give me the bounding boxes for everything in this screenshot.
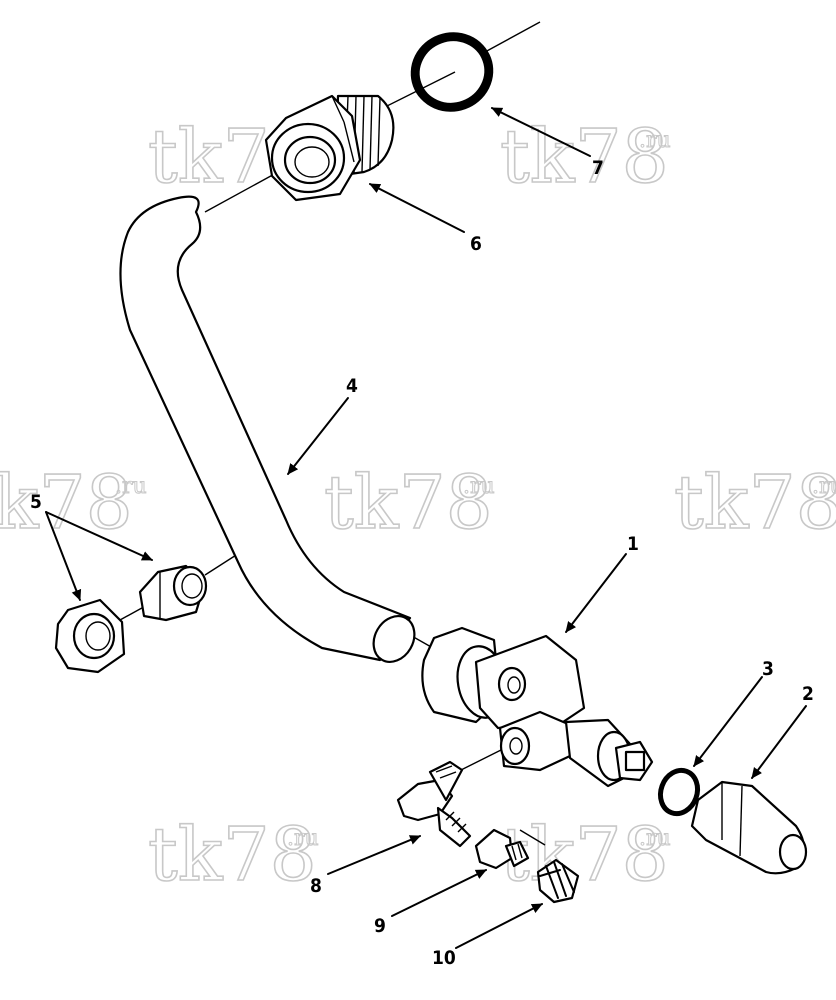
callout-6: 6: [470, 233, 482, 255]
svg-text:tk78: tk78: [674, 460, 836, 546]
watermark: tk78 .ru: [323, 459, 495, 547]
svg-text:tk78: tk78: [324, 460, 493, 546]
watermark: tk78 .ru: [147, 811, 319, 899]
svg-text:.ru: .ru: [463, 474, 495, 499]
svg-text:.ru: .ru: [639, 826, 671, 851]
tube-part-4: [119, 195, 416, 663]
callout-labels: 1 2 3 4 5 6 7 8 9 10: [30, 157, 814, 969]
watermark: tk78 .ru: [0, 459, 147, 547]
watermarks: tk78 .ru tk78 .ru tk78 .ru tk78 .ru tk78…: [0, 113, 836, 899]
watermark: tk78 .ru: [673, 459, 836, 547]
nut-part-5: [54, 598, 126, 674]
callout-9: 9: [374, 915, 386, 937]
watermark: tk78 .ru: [499, 113, 671, 201]
cap-part-10: [536, 858, 580, 904]
sleeve-part-5: [138, 564, 208, 622]
svg-text:tk78: tk78: [148, 812, 317, 898]
svg-text:.ru: .ru: [115, 474, 147, 499]
callout-1: 1: [627, 533, 639, 555]
washer-part-3: [657, 767, 701, 817]
callout-4: 4: [346, 375, 358, 397]
svg-text:tk78: tk78: [500, 114, 669, 200]
fitting-part-6: [264, 94, 395, 202]
callout-10: 10: [432, 947, 456, 969]
elbow-part-8: [396, 760, 472, 848]
callout-7: 7: [592, 157, 604, 179]
svg-text:tk78: tk78: [0, 460, 133, 546]
callout-5: 5: [30, 491, 42, 513]
leaders: [45, 107, 807, 949]
o-ring-part-7: [410, 32, 494, 112]
callout-3: 3: [762, 658, 774, 680]
screw-part-9: [474, 828, 530, 870]
callout-2: 2: [802, 683, 814, 705]
svg-text:.ru: .ru: [812, 474, 836, 499]
body-part-1: [421, 626, 654, 788]
center-lines: [119, 21, 546, 846]
svg-text:.ru: .ru: [287, 826, 319, 851]
callout-8: 8: [310, 875, 322, 897]
svg-text:.ru: .ru: [639, 128, 671, 153]
cap-nut-part-2: [690, 780, 808, 875]
